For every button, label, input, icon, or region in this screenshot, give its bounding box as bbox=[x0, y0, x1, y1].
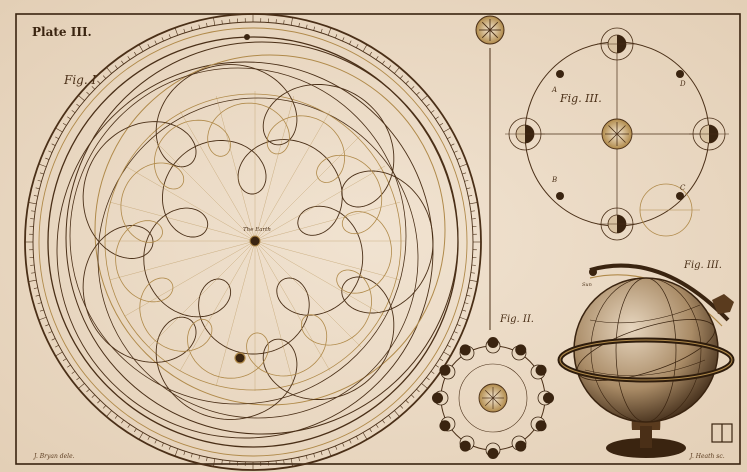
credit-right: J. Heath sc. bbox=[688, 453, 725, 460]
earth-icon bbox=[250, 236, 260, 246]
plate-title: Plate III. bbox=[32, 25, 92, 39]
letter-b: B bbox=[551, 176, 557, 184]
letter-c: C bbox=[680, 184, 686, 192]
fig2-label: Fig. II. bbox=[499, 314, 534, 325]
letter-a: A bbox=[551, 86, 557, 94]
credit-left: J. Bryan dele. bbox=[32, 453, 75, 460]
svg-text:Sun: Sun bbox=[582, 282, 592, 288]
letter-d: D bbox=[679, 80, 686, 88]
fig3-label: Fig. III. bbox=[559, 92, 602, 105]
earth-label: The Earth bbox=[243, 227, 271, 233]
sun-emblem-icon bbox=[476, 16, 504, 44]
fig4-label: Fig. III. bbox=[683, 260, 722, 271]
planet-marker-lower bbox=[235, 353, 245, 363]
planet-marker-upper bbox=[244, 34, 250, 40]
